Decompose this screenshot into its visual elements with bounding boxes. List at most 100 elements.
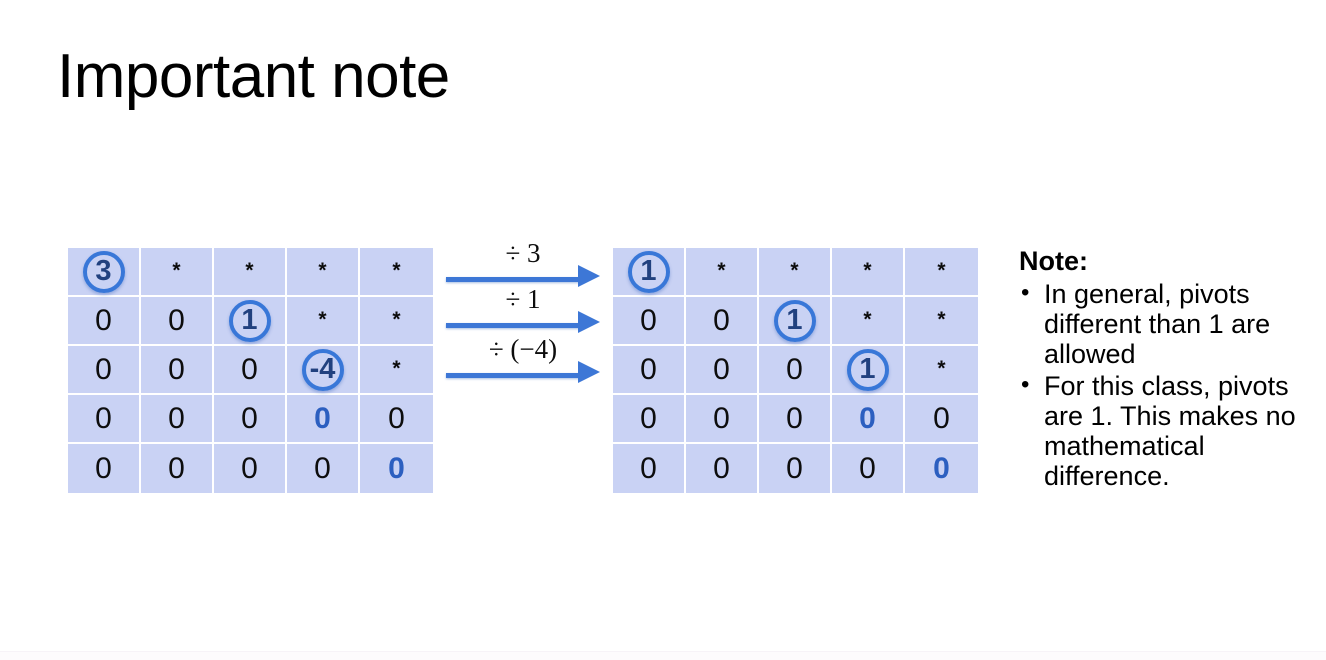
matrix-cell-value: 0 bbox=[168, 303, 185, 337]
arrow-row: ÷ 3 bbox=[446, 238, 600, 287]
matrix-cell: 1 bbox=[214, 297, 287, 346]
matrix-cell-value: 0 bbox=[168, 451, 185, 485]
matrix-cell-value: 0 bbox=[640, 401, 657, 435]
matrix-cell-value: 0 bbox=[95, 352, 112, 386]
matrix-cell: 0 bbox=[287, 444, 360, 493]
matrix-cell-value: 0 bbox=[241, 401, 258, 435]
arrow-line bbox=[446, 361, 600, 383]
note-bullet: In general, pivots different than 1 are … bbox=[1019, 279, 1309, 370]
matrix-cell-value: 0 bbox=[640, 303, 657, 337]
matrix-cell-value: 0 bbox=[95, 401, 112, 435]
matrix-cell: 0 bbox=[686, 395, 759, 444]
matrix-cell-value: 0 bbox=[241, 352, 258, 386]
matrix-cell: 0 bbox=[613, 444, 686, 493]
matrix-cell: 0 bbox=[214, 444, 287, 493]
bottom-band bbox=[0, 651, 1326, 660]
matrix-cell: * bbox=[141, 248, 214, 297]
note-bullet: For this class, pivots are 1. This makes… bbox=[1019, 371, 1309, 492]
matrix-cell-value: 0 bbox=[640, 451, 657, 485]
arrow-head-icon bbox=[578, 311, 600, 333]
arrow-label: ÷ (−4) bbox=[488, 334, 558, 364]
matrix-cell: 0 bbox=[68, 297, 141, 346]
matrix-cell-value: 0 bbox=[713, 401, 730, 435]
matrix-cell-value: 0 bbox=[786, 352, 803, 386]
matrix-cell: 0 bbox=[360, 444, 433, 493]
matrix-cell-value: * bbox=[937, 259, 946, 282]
matrix-cell-value: * bbox=[392, 308, 401, 331]
matrix-cell-value: * bbox=[172, 259, 181, 282]
matrix-cell-value: * bbox=[937, 308, 946, 331]
arrow-line bbox=[446, 265, 600, 287]
matrix-cell-value: * bbox=[790, 259, 799, 282]
matrix-cell: * bbox=[759, 248, 832, 297]
matrix-cell-value: 0 bbox=[314, 451, 331, 485]
matrix-cell-value: 0 bbox=[388, 451, 405, 485]
note-block: Note: In general, pivots different than … bbox=[1019, 246, 1309, 493]
matrix-cell-value: 0 bbox=[95, 303, 112, 337]
matrix-cell: 1 bbox=[832, 346, 905, 395]
matrix-cell-value: 0 bbox=[859, 401, 876, 435]
matrix-cell: 0 bbox=[832, 395, 905, 444]
matrix-cell: 0 bbox=[613, 395, 686, 444]
matrix-cell: 0 bbox=[141, 444, 214, 493]
matrix-cell: 0 bbox=[287, 395, 360, 444]
matrix-cell-value: 0 bbox=[640, 352, 657, 386]
matrix-cell: * bbox=[287, 248, 360, 297]
matrix-cell: 0 bbox=[759, 346, 832, 395]
matrix-cell: 0 bbox=[759, 395, 832, 444]
matrix-cell: 0 bbox=[686, 346, 759, 395]
matrix-cell: * bbox=[360, 297, 433, 346]
matrix-cell: 0 bbox=[214, 346, 287, 395]
matrix-cell: 0 bbox=[214, 395, 287, 444]
matrix-cell-value: 0 bbox=[713, 451, 730, 485]
matrix-cell-value: * bbox=[245, 259, 254, 282]
matrix-cell: 0 bbox=[905, 395, 978, 444]
note-heading: Note: bbox=[1019, 246, 1088, 276]
matrix-cell-value: 1 bbox=[786, 304, 803, 336]
arrow-row: ÷ (−4) bbox=[446, 334, 600, 383]
matrix-cell: 0 bbox=[360, 395, 433, 444]
matrix-cell-value: 0 bbox=[388, 401, 405, 435]
matrix-cell-value: 1 bbox=[640, 255, 657, 287]
matrix-cell: * bbox=[905, 346, 978, 395]
matrix-cell: 0 bbox=[759, 444, 832, 493]
page-title: Important note bbox=[57, 42, 450, 111]
matrix-cell-value: * bbox=[318, 259, 327, 282]
matrix-cell-value: * bbox=[392, 357, 401, 380]
matrix-cell: * bbox=[832, 248, 905, 297]
matrix-cell-value: * bbox=[863, 259, 872, 282]
arrow-line bbox=[446, 311, 600, 333]
matrix-cell-value: * bbox=[392, 259, 401, 282]
matrix-cell: 0 bbox=[68, 395, 141, 444]
matrix-cell: 0 bbox=[613, 346, 686, 395]
matrix-cell: 0 bbox=[686, 297, 759, 346]
matrix-cell-value: -4 bbox=[309, 353, 336, 385]
matrix-cell-value: 0 bbox=[933, 451, 950, 485]
matrix-cell: 0 bbox=[141, 297, 214, 346]
matrix-cell: 0 bbox=[686, 444, 759, 493]
matrix-cell: 1 bbox=[759, 297, 832, 346]
matrix-cell: 0 bbox=[905, 444, 978, 493]
matrix-cell-value: 1 bbox=[859, 353, 876, 385]
matrix-cell-value: * bbox=[937, 357, 946, 380]
matrix-cell-value: 0 bbox=[713, 303, 730, 337]
matrix-cell: * bbox=[360, 346, 433, 395]
matrix-cell-value: 0 bbox=[859, 451, 876, 485]
matrix-cell: * bbox=[905, 297, 978, 346]
matrix-cell: 0 bbox=[832, 444, 905, 493]
arrow-head-icon bbox=[578, 265, 600, 287]
arrow-row: ÷ 1 bbox=[446, 284, 600, 333]
matrix-cell-value: 3 bbox=[95, 255, 112, 287]
matrix-cell-value: * bbox=[717, 259, 726, 282]
matrix-cell-value: * bbox=[863, 308, 872, 331]
matrix-cell: 3 bbox=[68, 248, 141, 297]
matrix-cell-value: 0 bbox=[713, 352, 730, 386]
matrix-cell: 0 bbox=[68, 346, 141, 395]
matrix-cell: 0 bbox=[613, 297, 686, 346]
arrow-label: ÷ 1 bbox=[505, 284, 541, 314]
arrow-label: ÷ 3 bbox=[505, 238, 541, 268]
matrix-cell: * bbox=[905, 248, 978, 297]
matrix-cell: -4 bbox=[287, 346, 360, 395]
